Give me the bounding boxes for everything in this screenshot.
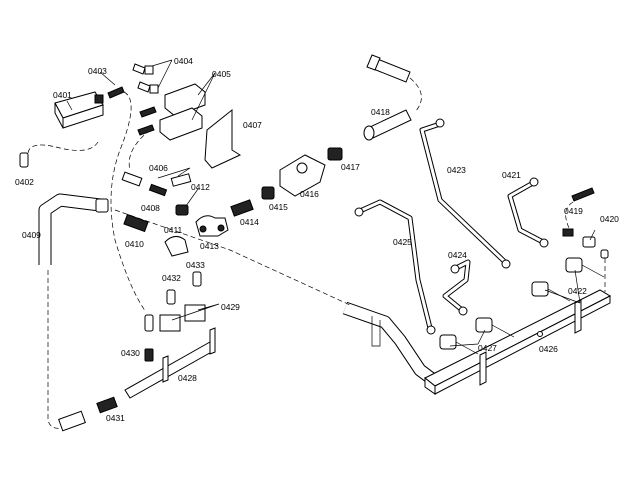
label-0427: 0427 (478, 343, 497, 353)
bracket-0407 (204, 108, 242, 169)
label-0424: 0424 (448, 250, 467, 260)
manifold-0428 (124, 327, 216, 399)
leader-lines (66, 59, 596, 347)
label-0432: 0432 (162, 273, 181, 283)
label-0411: 0411 (164, 225, 183, 235)
label-0406: 0406 (149, 163, 168, 173)
label-0417: 0417 (341, 162, 360, 172)
label-0429: 0429 (221, 302, 240, 312)
pipe-0414 (230, 199, 254, 217)
adapter-0417 (327, 147, 343, 161)
label-0430: 0430 (121, 348, 140, 358)
gas-tube-0423 (419, 118, 511, 269)
elbow-0411 (164, 236, 189, 257)
nut-0412 (175, 204, 189, 216)
valves-0429 (159, 304, 206, 332)
valves-0422 (531, 257, 605, 302)
label-0412: 0412 (191, 182, 210, 192)
adapter-0410 (123, 213, 149, 233)
label-0426: 0426 (539, 344, 558, 354)
valves-0427 (439, 317, 515, 355)
hose-fitting-0418 (363, 54, 422, 141)
label-0425: 0425 (393, 237, 412, 247)
label-0404: 0404 (174, 56, 193, 66)
label-0418: 0418 (371, 107, 390, 117)
tee-0408 (148, 183, 168, 197)
label-0410: 0410 (125, 239, 144, 249)
label-0408: 0408 (141, 203, 160, 213)
gas-tube-0425 (354, 199, 436, 335)
cross-0413 (195, 215, 229, 237)
label-0421: 0421 (502, 170, 521, 180)
fittings-0419-0420 (562, 187, 609, 292)
hose-0409 (38, 193, 109, 265)
valve-blocks-0405 (137, 83, 206, 141)
label-0422: 0422 (568, 286, 587, 296)
label-0420: 0420 (600, 214, 619, 224)
fittings-0406 (121, 171, 192, 187)
label-0407: 0407 (243, 120, 262, 130)
label-0431: 0431 (106, 413, 125, 423)
label-0401: 0401 (53, 90, 72, 100)
label-0403: 0403 (88, 66, 107, 76)
switch-block-0401 (54, 91, 104, 129)
gas-tube-0424 (442, 259, 471, 316)
gas-tube-0421 (507, 177, 549, 248)
fittings-0432-0433 (144, 271, 202, 332)
regulator-0416 (279, 154, 326, 197)
nut-0415 (261, 186, 275, 200)
fittings-dashed-lines (27, 91, 351, 429)
label-0414: 0414 (240, 217, 259, 227)
fitting-0403 (107, 86, 125, 99)
adapter-0431 (58, 396, 118, 432)
label-0423: 0423 (447, 165, 466, 175)
bolts-0404 (132, 63, 159, 94)
label-0428: 0428 (178, 373, 197, 383)
label-0413: 0413 (200, 241, 219, 251)
label-0405: 0405 (212, 69, 231, 79)
main-manifold-pipe (342, 289, 612, 395)
label-0409: 0409 (22, 230, 41, 240)
label-0416: 0416 (300, 189, 319, 199)
label-0419: 0419 (564, 206, 583, 216)
nut-0430 (144, 348, 154, 362)
label-0415: 0415 (269, 202, 288, 212)
label-0402: 0402 (15, 177, 34, 187)
label-0433: 0433 (186, 260, 205, 270)
part-labels: 0401 0402 0403 0404 0405 0406 0407 0408 … (15, 56, 619, 423)
fitting-0402 (19, 152, 29, 168)
